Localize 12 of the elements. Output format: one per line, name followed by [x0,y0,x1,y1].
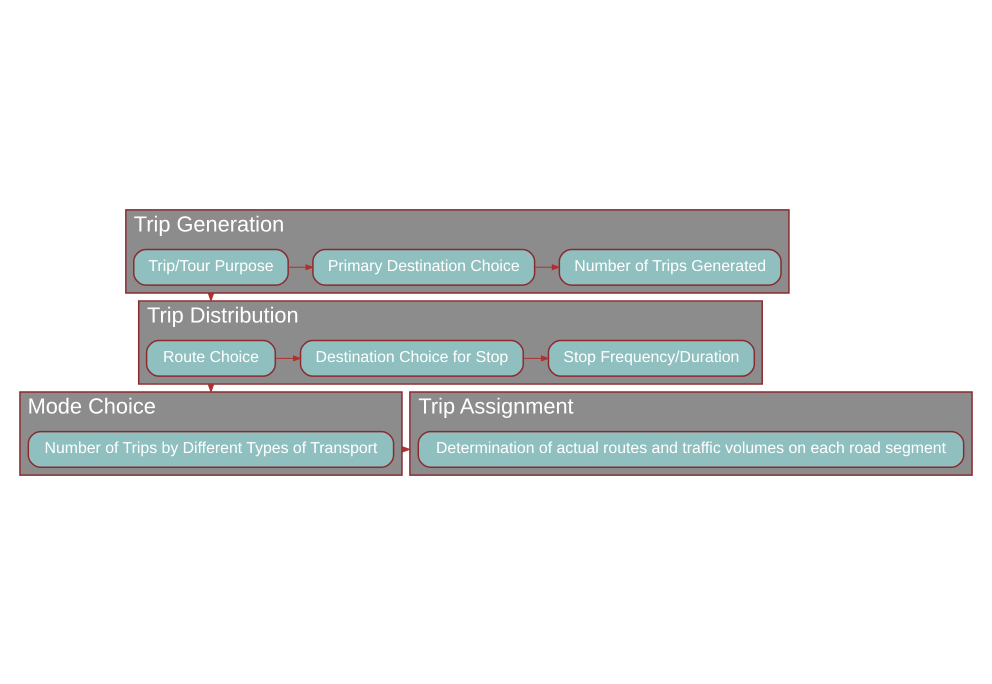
arrow [523,354,550,361]
node-box: Trip/Tour Purpose [133,248,289,286]
node-box: Number of Trips Generated [558,248,782,286]
node-box: Destination Choice for Stop [300,339,524,376]
arrow [288,264,314,270]
arrow [274,354,302,361]
arrow [534,264,561,270]
node-box: Number of Trips by Different Types of Transport [28,430,394,468]
node-box: Stop Frequency/Duration [548,339,756,376]
node-box: Primary Destination Choice [312,248,536,286]
node-box: Determination of actual routes and traffic volumes on each road segment [418,430,964,468]
node-box: Route Choice [146,339,276,376]
